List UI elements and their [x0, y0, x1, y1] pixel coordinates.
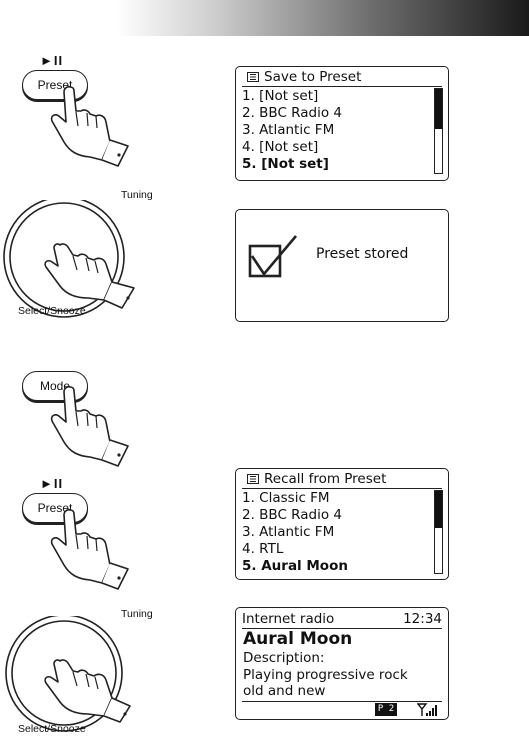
now-playing-screen: Internet radio 12:34 Aural Moon Descript… [235, 607, 449, 720]
recall-preset-scrollbar[interactable] [434, 490, 443, 574]
menu-list-icon [247, 72, 259, 82]
preset-list-item[interactable]: 1. Classic FM [242, 490, 330, 506]
preset-list-item[interactable]: 3. Atlantic FM [242, 524, 335, 540]
preset-button[interactable]: Preset [22, 493, 88, 523]
signal-strength-icon [417, 703, 437, 716]
save-to-preset-header: Save to Preset [242, 69, 442, 87]
preset-list-item[interactable]: 1. [Not set] [242, 88, 319, 104]
mode-button[interactable]: Mode [22, 371, 88, 401]
preset-stored-screen: Preset stored [235, 209, 449, 322]
select-snooze-label: Select/Snooze [18, 723, 86, 735]
preset-badge: P 2 [375, 703, 397, 716]
page-header-bar [0, 0, 529, 36]
select-snooze-label: Select/Snooze [18, 305, 86, 317]
description-line: Playing progressive rock [243, 666, 408, 683]
preset-stored-message: Preset stored [316, 246, 409, 262]
preset-list-item[interactable]: 5. Aural Moon [242, 558, 348, 574]
now-playing-header: Internet radio 12:34 [242, 610, 442, 629]
tuning-knob-icon[interactable] [0, 200, 160, 330]
status-divider [242, 701, 442, 703]
preset-button[interactable]: Preset [22, 70, 88, 100]
pointing-hand-icon [50, 385, 129, 467]
menu-list-icon [247, 474, 259, 484]
pointing-hand-icon [50, 508, 129, 590]
preset-list-item[interactable]: 5. [Not set] [242, 156, 329, 172]
description-line: old and new [243, 683, 326, 699]
clock-time: 12:34 [403, 611, 442, 627]
tuning-knob-icon[interactable] [0, 616, 160, 736]
tuning-label: Tuning [121, 608, 153, 620]
preset-list-item[interactable]: 3. Atlantic FM [242, 122, 335, 138]
preset-list-item[interactable]: 2. BBC Radio 4 [242, 507, 342, 523]
play-pause-glyph: ►II [40, 476, 64, 491]
preset-list-item[interactable]: 2. BBC Radio 4 [242, 105, 342, 121]
recall-preset-scroll-thumb[interactable] [435, 491, 442, 528]
save-to-preset-screen: Save to Preset 1. [Not set]2. BBC Radio … [235, 66, 449, 181]
mode-label: Internet radio [242, 611, 335, 627]
play-pause-glyph: ►II [40, 53, 64, 68]
save-preset-scroll-thumb[interactable] [435, 89, 442, 130]
pointing-hand-icon [50, 85, 129, 167]
recall-from-preset-title: Recall from Preset [264, 471, 387, 487]
preset-list-item[interactable]: 4. [Not set] [242, 139, 319, 155]
recall-from-preset-header: Recall from Preset [242, 471, 442, 489]
station-name: Aural Moon [243, 629, 353, 649]
preset-list-item[interactable]: 4. RTL [242, 541, 284, 557]
description-label: Description: [243, 650, 325, 666]
checkbox-tick-icon [248, 235, 297, 278]
station-description: Description: Playing progressive rock ol… [243, 650, 408, 700]
tuning-label: Tuning [121, 189, 153, 201]
save-preset-scrollbar[interactable] [434, 88, 443, 174]
save-to-preset-title: Save to Preset [264, 69, 362, 85]
